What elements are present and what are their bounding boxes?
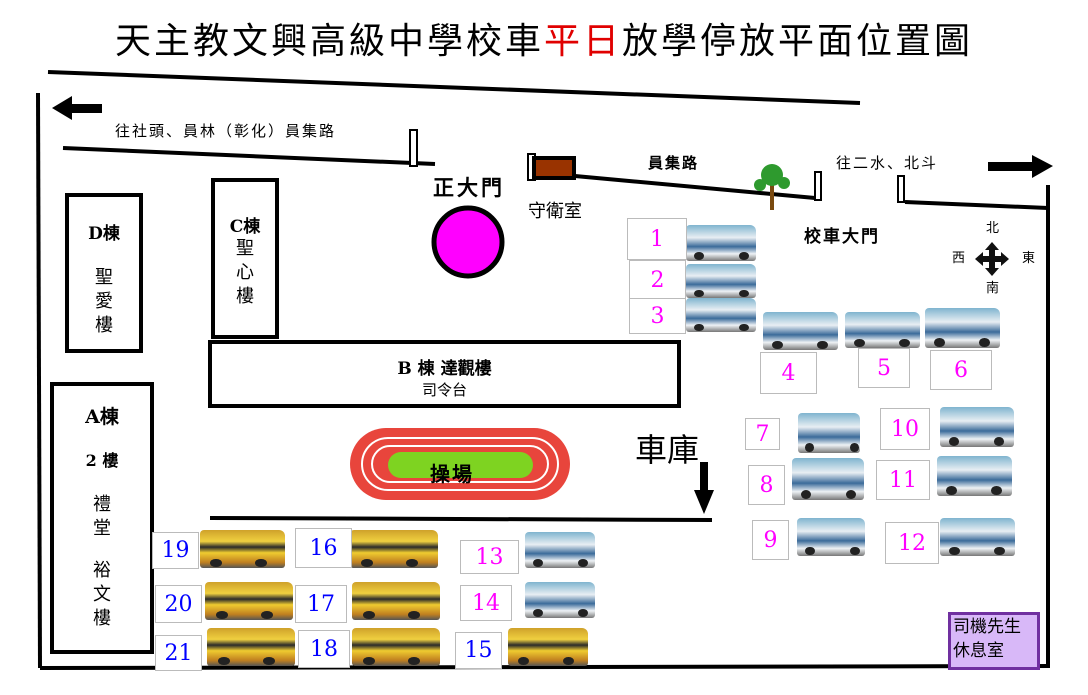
parking-spot-number: 6 [930,350,992,390]
building-c-subname: 聖心樓 [236,238,254,307]
podium-label: 司令台 [421,381,467,399]
gate-post [814,171,822,201]
bus-gate-label: 校車大門 [804,227,880,247]
tree-icon [754,164,790,210]
building-a-name: A棟 [85,406,119,428]
parking-spot-number: 19 [152,532,199,569]
title-weekday: 平日 [543,21,622,62]
blue-bus-icon [925,308,1000,348]
building-a-subname: 裕文樓 [93,560,111,629]
parking-spot-number: 9 [752,520,789,560]
blue-bus-icon [937,456,1012,496]
arrow-left-icon [52,96,102,120]
blue-bus-icon [686,264,756,298]
compass-west: 西 [952,251,966,266]
campus-south-wall [39,664,1049,670]
guard-room-icon [532,156,576,180]
guard-room-label: 守衛室 [528,201,582,222]
parking-spot-number: 4 [760,352,817,394]
compass: 北 南 西 東 [950,215,1040,296]
campus-north-wall-east [904,200,1049,210]
blue-bus-icon [792,458,864,500]
parking-spot-number: 15 [455,632,502,669]
campus-north-wall-middle [574,174,816,200]
gate-post [897,175,905,203]
page-title: 天主教文興高級中學校車平日放學停放平面位置圖 [0,12,1088,64]
blue-bus-icon [940,407,1014,447]
parking-spot-number: 18 [298,630,350,668]
road-label-west: 往社頭、員林（彰化）員集路 [115,122,337,140]
parking-spot-number: 13 [460,540,519,574]
building-c: C棟 聖心樓 [211,178,279,339]
building-b-name: B 棟 達觀樓 [397,359,492,379]
parking-spot-number: 3 [629,298,686,334]
campus-west-wall [36,92,42,669]
parking-spot-number: 17 [295,585,347,623]
parking-spot-number: 1 [627,218,687,260]
compass-south: 南 [986,281,1000,296]
building-a: A棟 2 樓 禮堂 裕文樓 [50,382,154,654]
parking-spot-number: 16 [295,528,352,568]
parking-spot-number: 20 [155,585,202,623]
yellow-bus-icon [350,530,438,568]
parking-spot-number: 5 [858,348,910,388]
yellow-bus-icon [352,628,440,666]
compass-north: 北 [986,221,1000,236]
parking-spot-number: 8 [748,465,785,505]
building-d-name: D棟 [88,224,120,244]
parking-spot-number: 14 [460,585,512,621]
campus-north-wall-west [62,146,436,166]
road-label-east: 往二水、北斗 [836,154,939,172]
playground-track [350,428,570,500]
blue-bus-icon [797,518,865,556]
compass-east: 東 [1022,251,1036,266]
main-gate-label: 正大門 [433,175,505,200]
blue-bus-icon [845,312,920,348]
blue-bus-icon [940,518,1015,556]
parking-spot-number: 12 [885,522,939,564]
blue-bus-icon [525,532,595,568]
parking-spot-number: 11 [876,460,930,500]
road-top-line [47,70,861,105]
building-d-subname: 聖愛樓 [95,267,113,336]
garage-line [209,516,713,522]
gate-post [409,129,418,167]
title-part3: 放學停放平面位置圖 [622,21,974,62]
building-c-name: C棟 [229,217,261,237]
title-part1: 天主教文興高級中學校車 [114,21,544,62]
auditorium-label: 禮堂 [93,494,111,539]
parking-spot-number: 2 [629,260,686,300]
parking-spot-number: 21 [155,635,202,671]
yellow-bus-icon [200,530,285,568]
garage-label: 車庫 [635,431,700,469]
yellow-bus-icon [352,582,440,620]
building-a-floor: 2 樓 [85,451,119,470]
blue-bus-icon [686,298,756,332]
driver-rest-room: 司機先生休息室 [948,612,1040,670]
parking-spot-number: 10 [880,408,930,450]
blue-bus-icon [763,312,838,350]
yellow-bus-icon [207,628,295,666]
blue-bus-icon [686,225,756,261]
yellow-bus-icon [205,582,293,620]
yellow-bus-icon [508,628,588,666]
road-label-middle: 員集路 [648,154,700,172]
blue-bus-icon [525,582,595,618]
compass-arrows-icon [975,242,1009,276]
playground-label: 操場 [430,462,474,486]
blue-bus-icon [798,413,860,453]
roundabout-circle [431,205,505,279]
parking-spot-number: 7 [745,418,780,450]
arrow-right-icon [988,155,1053,178]
building-b: B 棟 達觀樓 司令台 [208,340,681,408]
arrow-down-icon [694,490,714,514]
building-d: D棟 聖愛樓 [65,193,143,353]
